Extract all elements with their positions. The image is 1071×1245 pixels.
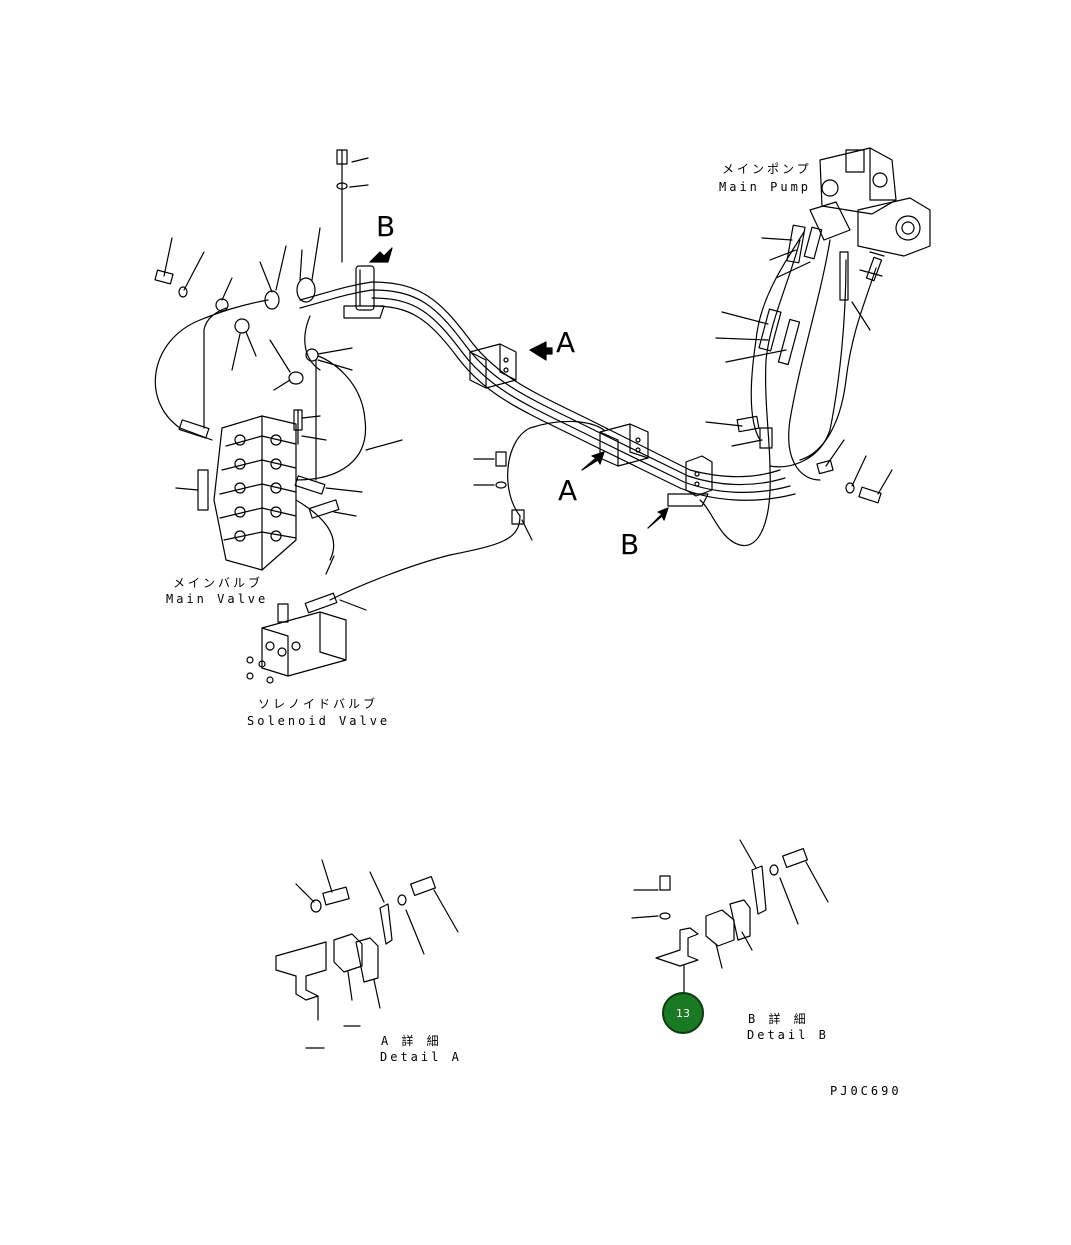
view-a-upper-letter: A bbox=[556, 326, 576, 359]
bracket-b-upper bbox=[336, 149, 385, 319]
part-callout-13[interactable]: 13 bbox=[662, 992, 704, 1034]
detail-b-drawing bbox=[631, 839, 829, 995]
view-b-upper-letter: B bbox=[376, 210, 396, 243]
detail-a-drawing bbox=[275, 859, 459, 1049]
detail-a-label-jp: A 詳 細 bbox=[381, 1034, 442, 1048]
pilot-line bbox=[329, 420, 605, 601]
main-pump-label-jp: メインポンプ bbox=[722, 162, 812, 176]
pump-hoses bbox=[699, 224, 893, 547]
view-b-lower-letter: B bbox=[620, 528, 640, 561]
main-pump-label-en: Main Pump bbox=[719, 180, 812, 194]
detail-b-label-jp: B 詳 細 bbox=[748, 1012, 809, 1026]
main-valve-label-jp: メインバルブ bbox=[173, 576, 264, 590]
detail-b-label-en: Detail B bbox=[747, 1028, 829, 1042]
solenoid-valve-label-en: Solenoid Valve bbox=[247, 714, 391, 728]
hose-bundle bbox=[299, 281, 796, 501]
drawing-code: PJ0C690 bbox=[830, 1084, 902, 1098]
fittings-cluster bbox=[154, 227, 403, 611]
detail-a-label-en: Detail A bbox=[380, 1050, 462, 1064]
view-a-lower-letter: A bbox=[558, 474, 578, 507]
clamp-a-upper bbox=[469, 343, 517, 389]
main-pump bbox=[809, 147, 931, 257]
view-arrows bbox=[369, 247, 669, 529]
main-valve-label-en: Main Valve bbox=[166, 592, 269, 606]
solenoid-valve bbox=[246, 592, 347, 684]
bracket-b-lower bbox=[667, 455, 713, 507]
valve-hoses bbox=[154, 299, 367, 561]
main-valve bbox=[175, 415, 297, 571]
solenoid-valve-label-jp: ソレノイドバルブ bbox=[258, 697, 379, 711]
